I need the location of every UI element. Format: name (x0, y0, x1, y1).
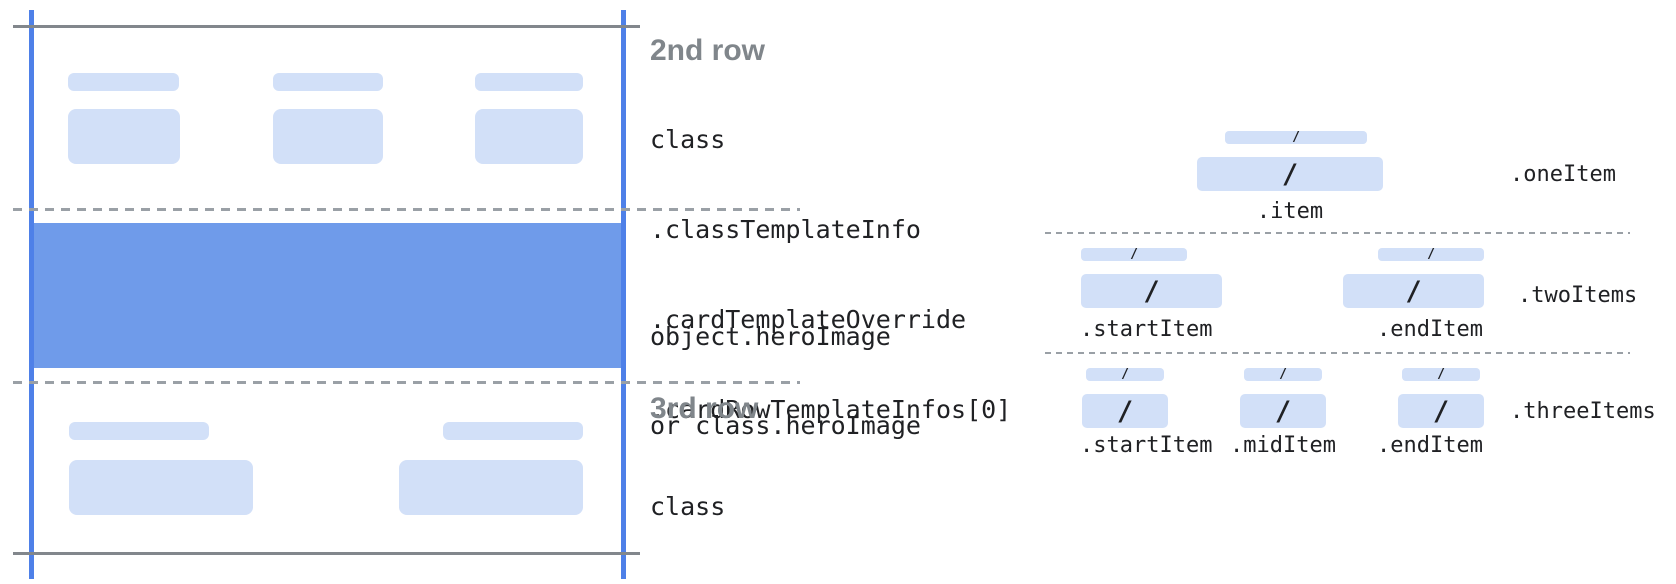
three-items-row-label: .threeItems (1510, 399, 1656, 424)
hero-code-line: object.heroImage (650, 322, 891, 351)
row2-code-line: .cardRowTemplateInfos[0] (650, 395, 1012, 424)
row2-item3-value-placeholder (475, 109, 583, 164)
card-top-boundary-line (13, 25, 640, 28)
start-item-label: .startItem (1080, 317, 1213, 342)
end-item-label: .endItem (1377, 317, 1483, 342)
row2-item1-value-placeholder (68, 109, 180, 164)
row3-item1-value-placeholder (69, 460, 253, 515)
row2-code-line: .classTemplateInfo (650, 215, 921, 244)
item-label: .item (1256, 199, 1324, 224)
two-items-start-big-bar: / (1081, 274, 1222, 308)
row2-annotation-code: class .classTemplateInfo .cardTemplateOv… (650, 66, 1011, 484)
one-item-big-bar: / (1197, 157, 1383, 191)
row3-item2-value-placeholder (399, 460, 583, 515)
two-items-start-small-bar: / (1081, 248, 1187, 261)
row3-code-line: .classTemplateInfo (650, 580, 1011, 584)
three-items-start-big-bar: / (1082, 394, 1168, 428)
row3-code-line: class (650, 492, 726, 521)
slash-separator: / (1116, 395, 1134, 427)
slash-separator: / (1274, 395, 1292, 427)
hero-annotation-code: object.heroImage or class.heroImage (650, 263, 921, 499)
slash-separator: / (1437, 367, 1445, 382)
two-items-row-label: .twoItems (1518, 283, 1638, 308)
row3-item2-label-placeholder (443, 422, 583, 440)
row2-item2-label-placeholder (273, 73, 383, 91)
slash-separator: / (1292, 130, 1300, 145)
row2-code-line: .cardTemplateOverride (650, 305, 967, 334)
row2-hero-divider-dashed (13, 208, 800, 211)
row3-item1-label-placeholder (69, 422, 209, 440)
one-two-divider-dashed (1045, 232, 1630, 234)
three-items-mid-small-bar: / (1244, 368, 1322, 381)
card-bottom-boundary-line (13, 552, 640, 555)
two-items-end-big-bar: / (1343, 274, 1484, 308)
three-items-mid-big-bar: / (1240, 394, 1326, 428)
three-items-end-big-bar: / (1398, 394, 1484, 428)
hero-image-band (34, 223, 621, 368)
row3-annotation-title: 3rd row (650, 392, 759, 425)
slash-separator: / (1281, 158, 1299, 190)
row2-item3-label-placeholder (475, 73, 583, 91)
slash-separator: / (1121, 367, 1129, 382)
hero-code-line: or class.heroImage (650, 411, 921, 440)
slash-separator: / (1143, 275, 1160, 307)
slash-separator: / (1279, 367, 1287, 382)
two-items-end-small-bar: / (1378, 248, 1484, 261)
row2-code-line: class (650, 125, 726, 154)
row3-annotation-code: class .classTemplateInfo .cardTemplateOv… (650, 434, 1011, 584)
end-item-label: .endItem (1377, 433, 1483, 458)
slash-separator: / (1427, 247, 1435, 262)
three-items-end-small-bar: / (1402, 368, 1480, 381)
row2-item2-value-placeholder (273, 109, 383, 164)
one-item-small-bar: / (1225, 131, 1367, 144)
start-item-label: .startItem (1080, 433, 1213, 458)
slash-separator: / (1432, 395, 1450, 427)
slash-separator: / (1130, 247, 1138, 262)
hero-row3-divider-dashed (13, 381, 800, 384)
three-items-start-small-bar: / (1086, 368, 1164, 381)
card-left-guide-line (29, 10, 34, 579)
two-three-divider-dashed (1045, 352, 1630, 354)
card-right-guide-line (621, 10, 626, 579)
slash-separator: / (1405, 275, 1422, 307)
one-item-row-label: .oneItem (1510, 162, 1616, 187)
row2-annotation-title: 2nd row (650, 34, 766, 67)
row2-item1-label-placeholder (68, 73, 179, 91)
mid-item-label: .midItem (1230, 433, 1336, 458)
